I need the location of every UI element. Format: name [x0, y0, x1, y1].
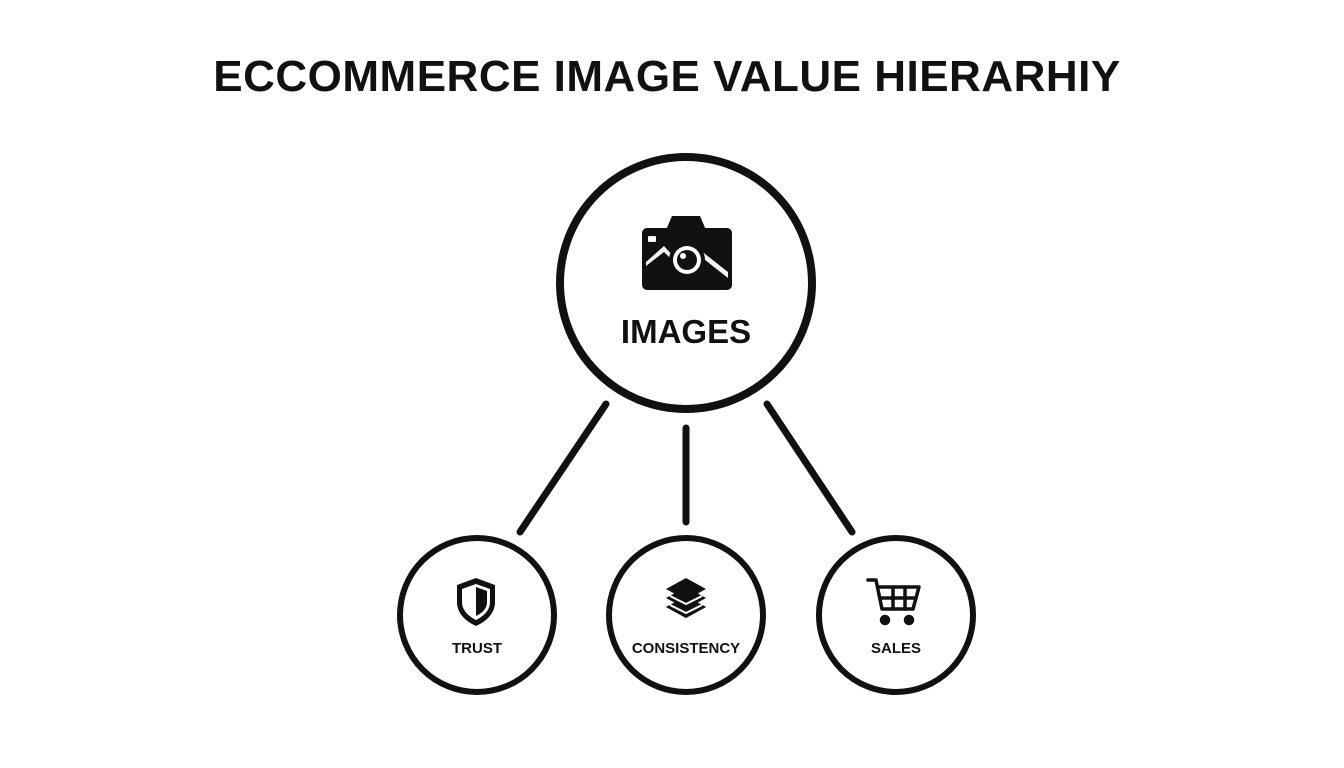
child-node-trust: TRUST — [397, 535, 557, 695]
root-label: IMAGES — [621, 313, 751, 350]
cart-icon — [866, 578, 921, 626]
shield-icon — [457, 578, 495, 626]
child-label-trust: TRUST — [452, 640, 502, 657]
child-label-sales: SALES — [871, 640, 921, 657]
child-label-consistency: CONSISTENCY — [632, 640, 740, 657]
child-node-consistency: CONSISTENCY — [606, 535, 766, 695]
connectors — [516, 400, 856, 536]
connector-sales — [763, 400, 856, 536]
child-node-sales: SALES — [816, 535, 976, 695]
camera-icon — [642, 216, 732, 290]
page-title: ECCOMMERCE IMAGE VALUE HIERARHIY — [213, 52, 1121, 101]
root-node: IMAGES — [556, 153, 816, 413]
connector-trust — [516, 400, 610, 536]
layers-icon — [666, 578, 706, 618]
child-node-sales-circle — [816, 535, 976, 695]
